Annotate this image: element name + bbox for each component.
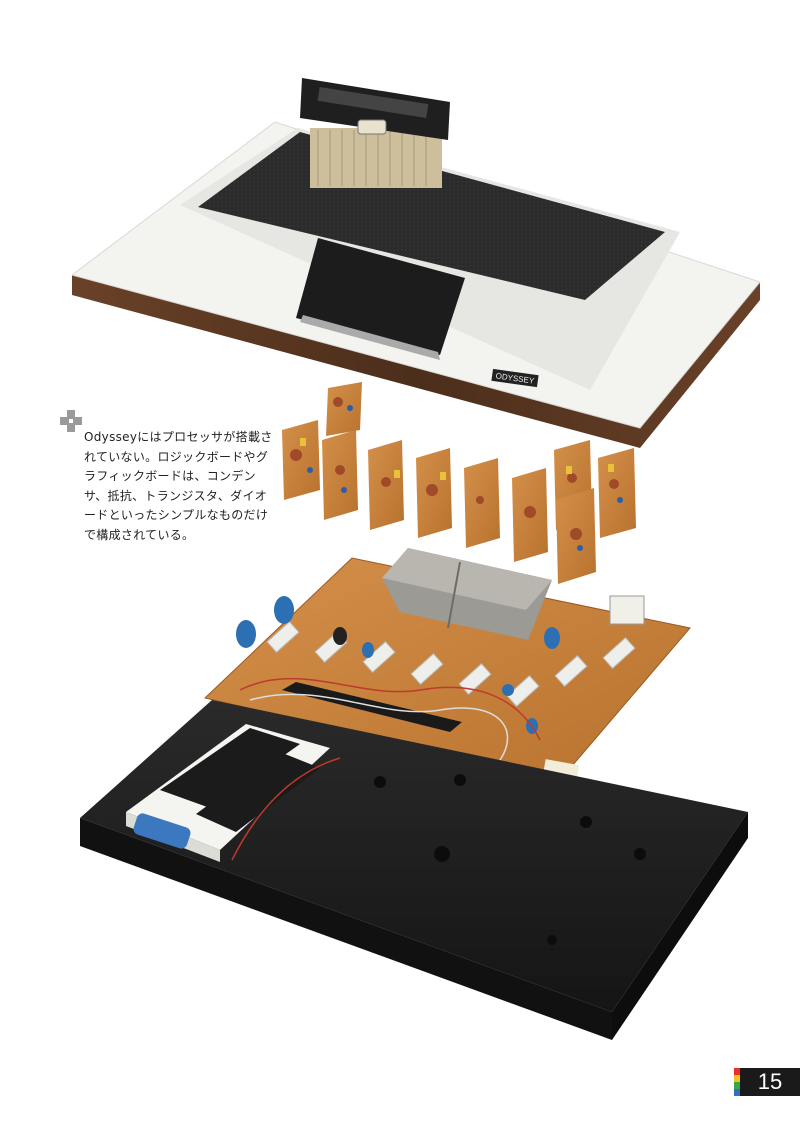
card-grip (317, 86, 429, 118)
color-stripe-green (734, 1082, 740, 1089)
card-contacts (310, 128, 442, 188)
game-card (300, 78, 450, 188)
logic-board (326, 382, 362, 436)
mounting-posts (374, 774, 646, 945)
dpad-icon (60, 410, 82, 432)
rf-shield-top (382, 548, 552, 610)
logic-board (282, 420, 320, 500)
capacitors (236, 596, 560, 734)
cartridge-slot (282, 682, 462, 732)
wiring (239, 677, 541, 741)
odyssey-badge (491, 368, 539, 388)
page-number: 15 (757, 1069, 783, 1094)
logic-board (598, 448, 636, 538)
logic-boards (282, 382, 636, 584)
color-stripe (734, 1068, 740, 1096)
color-stripe-yellow (734, 1075, 740, 1082)
card-window (357, 119, 387, 135)
page-number-tab: 15 (734, 1068, 800, 1096)
bottom-shell (80, 700, 748, 1040)
color-stripe-blue (734, 1089, 740, 1096)
shell-front-wall (80, 818, 612, 1040)
battery-box (126, 724, 330, 862)
front-recess-lip (300, 315, 440, 360)
top-case: ODYSSEY (70, 121, 761, 448)
power-connector (609, 595, 645, 625)
color-stripe-red (734, 1068, 740, 1075)
caption-text: Odysseyにはプロセッサが搭載されていない。ロジックボードやグラフィックボー… (84, 430, 273, 542)
shell-right-wall (612, 812, 748, 1040)
